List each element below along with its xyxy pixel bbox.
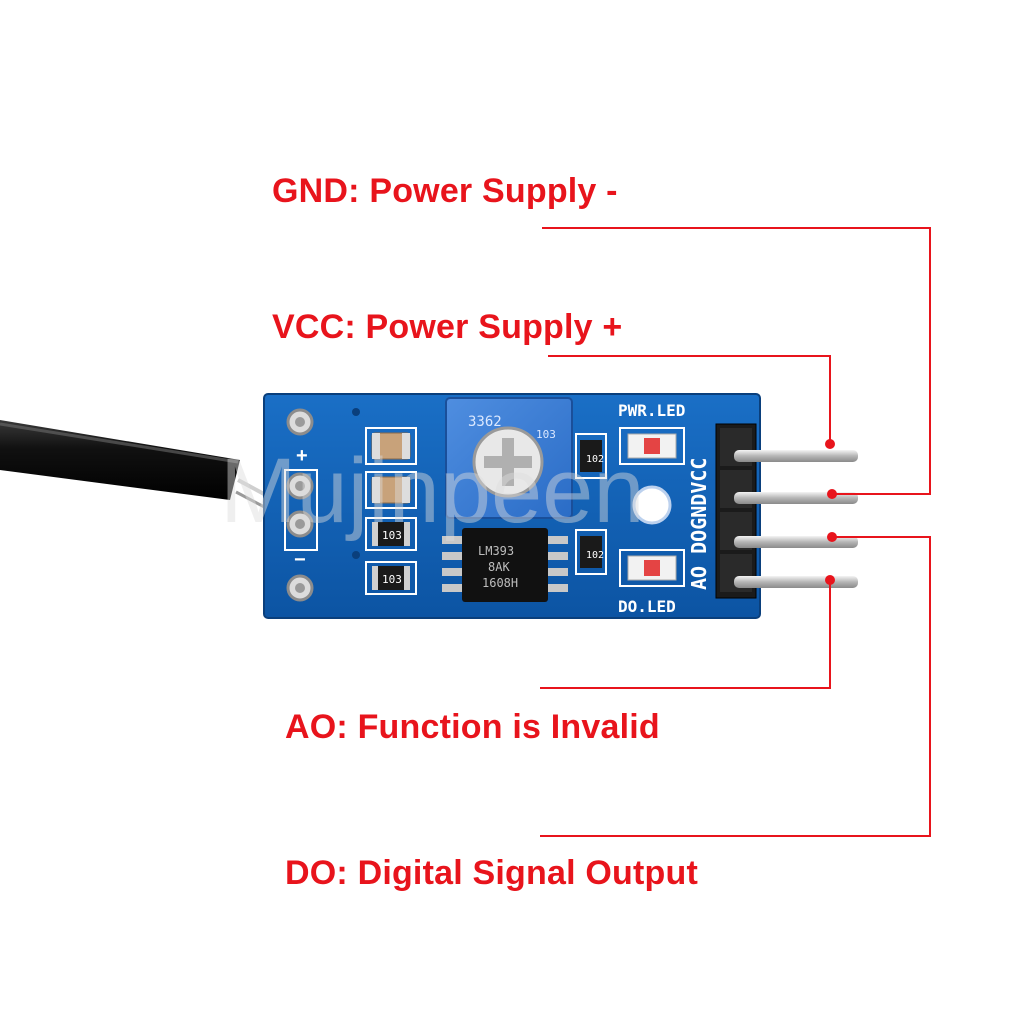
comparator-chip: LM393 8AK 1608H: [442, 528, 568, 602]
pin-do: [734, 536, 858, 548]
resistor-r1: 103: [365, 517, 417, 551]
watermark: Mujinpeen: [220, 440, 645, 542]
ao-callout-label: AO: Function is Invalid: [285, 708, 660, 746]
resistor-r2-label: 103: [382, 573, 402, 586]
vcc-dot: [825, 439, 835, 449]
mounting-hole: [632, 485, 672, 525]
do-led-label: DO.LED: [618, 597, 676, 616]
capacitor-c2: [365, 471, 417, 509]
callout-leaders: [540, 227, 931, 837]
power-led: [619, 427, 685, 465]
do-dot: [827, 532, 837, 542]
do-led: [619, 549, 685, 587]
chip-line-2: 8AK: [488, 560, 510, 574]
callout-dots: [825, 439, 837, 585]
minus-mark: −: [294, 549, 306, 571]
capacitor-c1: [365, 427, 417, 465]
resistor-r2: 103: [365, 561, 417, 595]
resistor-r3-label: 102: [586, 454, 604, 465]
pin-ao: [734, 576, 858, 588]
chip-line-3: 1608H: [482, 576, 518, 590]
ao-leader: [540, 580, 831, 689]
resistor-r1-label: 103: [382, 529, 402, 542]
ao-dot: [825, 575, 835, 585]
plus-mark: +: [296, 445, 308, 467]
resistor-r4: 102: [575, 529, 607, 575]
gnd-callout-label: GND: Power Supply -: [272, 172, 618, 210]
pin-header-label: AO DOGNDVCC: [687, 458, 711, 590]
trimmer-value-label: 103: [536, 428, 556, 441]
pwr-led-label: PWR.LED: [618, 401, 685, 420]
do-leader: [540, 536, 931, 837]
do-callout-label: DO: Digital Signal Output: [285, 854, 698, 892]
pin-vcc: [734, 450, 858, 462]
gnd-leader: [542, 227, 931, 495]
vcc-leader: [548, 355, 831, 444]
vcc-callout-label: VCC: Power Supply +: [272, 308, 623, 346]
probe-terminal-pads: [284, 408, 318, 602]
trimmer-potentiometer: 3362 103: [445, 397, 573, 519]
pin-gnd: [734, 492, 858, 504]
chip-line-1: LM393: [478, 544, 514, 558]
trimmer-code-label: 3362: [468, 414, 502, 430]
resistor-r3: 102: [575, 433, 607, 479]
resistor-r4-label: 102: [586, 550, 604, 561]
pcb-board: + − 1: [263, 393, 858, 619]
gnd-dot: [827, 489, 837, 499]
